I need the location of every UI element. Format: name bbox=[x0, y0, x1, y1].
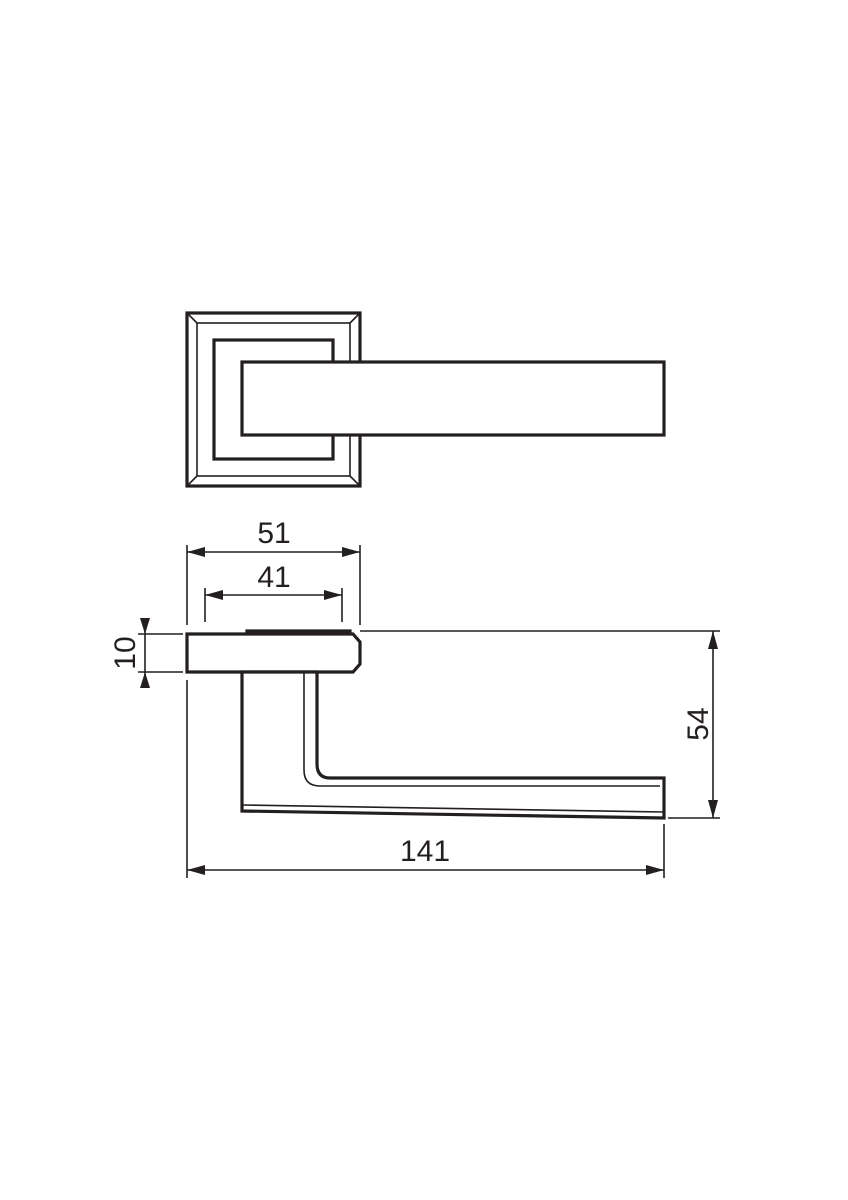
dimension-41: 41 bbox=[204, 561, 343, 622]
dim-label-51: 51 bbox=[257, 517, 290, 550]
rose-side-body bbox=[185, 632, 362, 674]
top-view bbox=[185, 311, 666, 488]
dimension-10: 10 bbox=[109, 618, 183, 688]
dimension-141: 141 bbox=[186, 680, 665, 878]
lever-neck bbox=[240, 670, 666, 820]
rose-bevel-br bbox=[349, 475, 361, 487]
dimension-51: 51 bbox=[186, 517, 361, 625]
lever-arm-top bbox=[240, 360, 666, 437]
side-view bbox=[185, 629, 666, 820]
lever-groove bbox=[303, 672, 660, 787]
dimension-54: 54 bbox=[360, 630, 720, 819]
lever-bottom-edge bbox=[241, 804, 665, 813]
dim-label-141: 141 bbox=[400, 835, 450, 868]
dim-label-41: 41 bbox=[257, 561, 290, 594]
dim-label-10: 10 bbox=[109, 636, 142, 669]
dim-label-54: 54 bbox=[682, 707, 715, 740]
rose-bevel-tr bbox=[349, 312, 361, 324]
rose-bevel-bl bbox=[186, 475, 198, 487]
rose-bevel-tl bbox=[186, 312, 198, 324]
